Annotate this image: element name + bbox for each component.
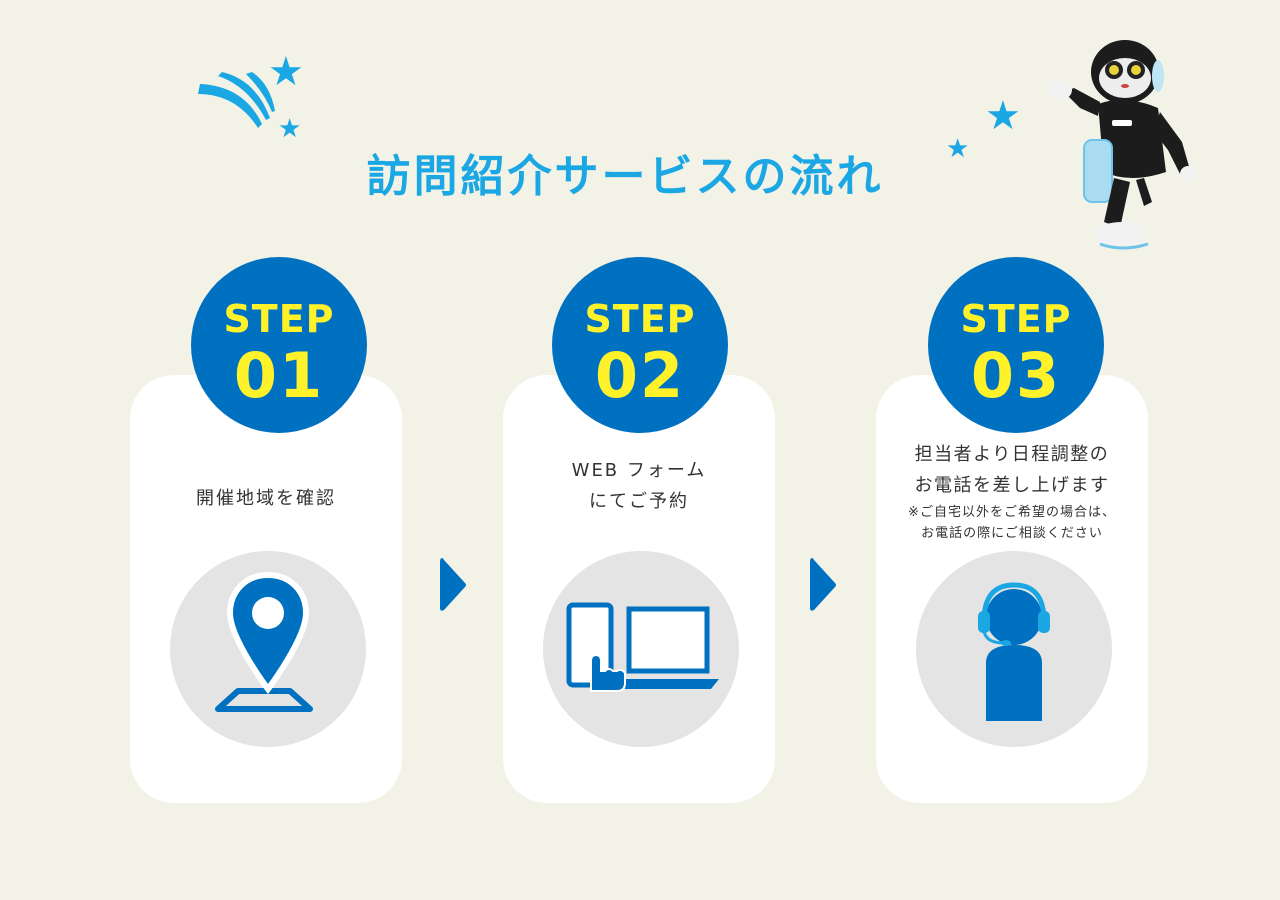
map-pin-icon — [215, 571, 313, 712]
step-1-icon-circle — [170, 551, 366, 747]
step-3-text: 担当者より日程調整の お電話を差し上げます — [914, 444, 1110, 496]
step-3-icon-circle — [916, 551, 1112, 747]
step-3-note: ※ご自宅以外をご希望の場合は、 お電話の際にご相談ください — [908, 505, 1116, 541]
robot-image — [1048, 40, 1196, 250]
step-card-3: 担当者より日程調整の お電話を差し上げます ※ご自宅以外をご希望の場合は、 お電… — [876, 375, 1148, 803]
star-icon: ★ — [268, 49, 304, 95]
streak-icon — [198, 72, 275, 128]
star-icon: ★ — [946, 134, 970, 164]
step-2-text: WEB フォーム にてご予約 — [571, 460, 707, 512]
star-icon: ★ — [278, 114, 302, 144]
step-1-text: 開催地域を確認 — [196, 488, 336, 509]
step-badge-3: STEP 03 — [928, 257, 1104, 433]
star-icon: ★ — [985, 93, 1021, 139]
step-2-icon-circle — [543, 551, 739, 747]
step-card-2: WEB フォーム にてご予約 — [503, 375, 775, 803]
devices-icon — [566, 602, 719, 692]
operator-headset-icon — [978, 582, 1050, 721]
step-card-1: 開催地域を確認 — [130, 375, 402, 803]
chevron-right-icon — [810, 558, 836, 611]
step-badge-2: STEP 02 — [552, 257, 728, 433]
page-title: 訪問紹介サービスの流れ — [366, 151, 884, 202]
chevron-right-icon — [440, 558, 466, 611]
step-badge-1: STEP 01 — [191, 257, 367, 433]
